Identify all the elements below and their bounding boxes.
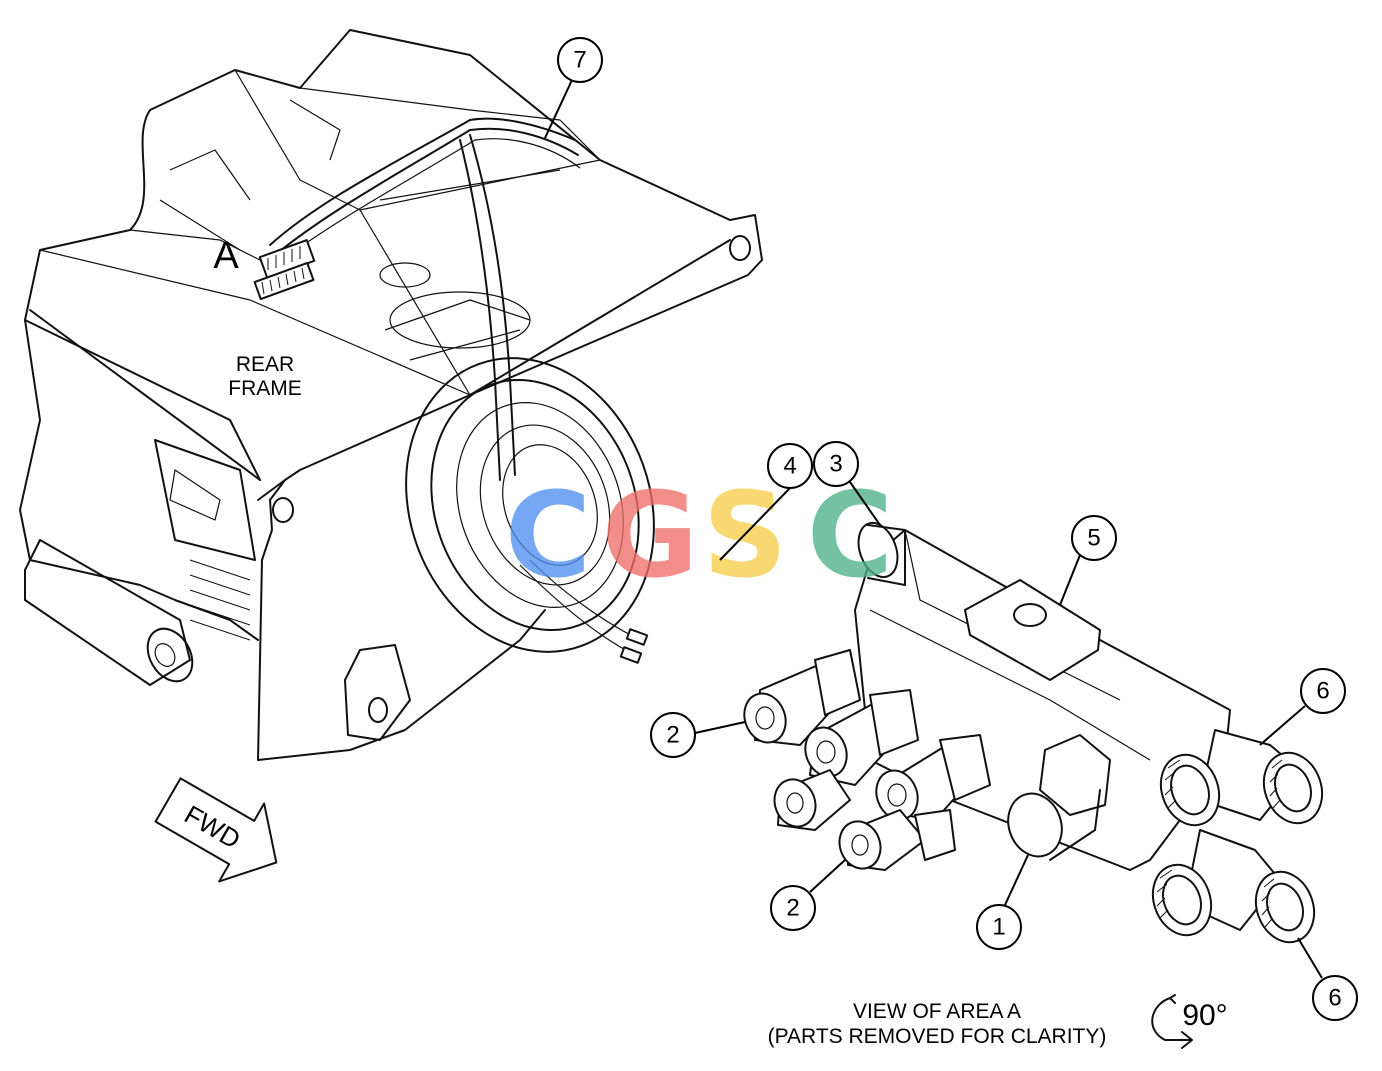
callout-3: 3 [829, 451, 842, 478]
rotation-90-symbol: 90° [1151, 994, 1228, 1049]
callout-7: 7 [573, 47, 586, 74]
callout-2b: 2 [786, 895, 799, 922]
callout-4: 4 [783, 453, 796, 480]
area-a-marker: A [213, 235, 239, 277]
rotation-label: 90° [1182, 999, 1227, 1032]
watermark-letter-2: G [602, 466, 699, 604]
watermark-letter-4: C [807, 466, 894, 604]
callout-5: 5 [1087, 525, 1100, 552]
rear-frame-label-line1: REAR [236, 353, 294, 376]
callout-6b: 6 [1328, 985, 1341, 1012]
callout-7-circle [557, 37, 603, 83]
callout-6a: 6 [1316, 678, 1329, 705]
rotation-arrow-icon [1151, 997, 1191, 1041]
rear-frame-label-line2: FRAME [228, 377, 302, 400]
callout-5-circle [1071, 515, 1117, 561]
callout-3-circle [813, 441, 859, 487]
view-caption-line1: VIEW OF AREA A [853, 1000, 1021, 1023]
valve-assembly-drawing [743, 521, 1324, 944]
rear-frame-drawing [19, 29, 763, 761]
callout-6b-circle [1312, 975, 1358, 1021]
view-caption-line2: (PARTS REMOVED FOR CLARITY) [768, 1025, 1107, 1048]
callout-2a-circle [650, 712, 696, 758]
callout-1: 1 [992, 914, 1005, 941]
callout-1-circle [976, 904, 1022, 950]
watermark-letter-1: C [505, 466, 592, 604]
callout-6a-circle [1300, 668, 1346, 714]
fwd-arrow: FWD [154, 777, 278, 883]
callout-2b-circle [770, 885, 816, 931]
watermark: C G S C [505, 466, 894, 604]
callout-2a: 2 [666, 722, 679, 749]
callout-4-circle [767, 443, 813, 489]
